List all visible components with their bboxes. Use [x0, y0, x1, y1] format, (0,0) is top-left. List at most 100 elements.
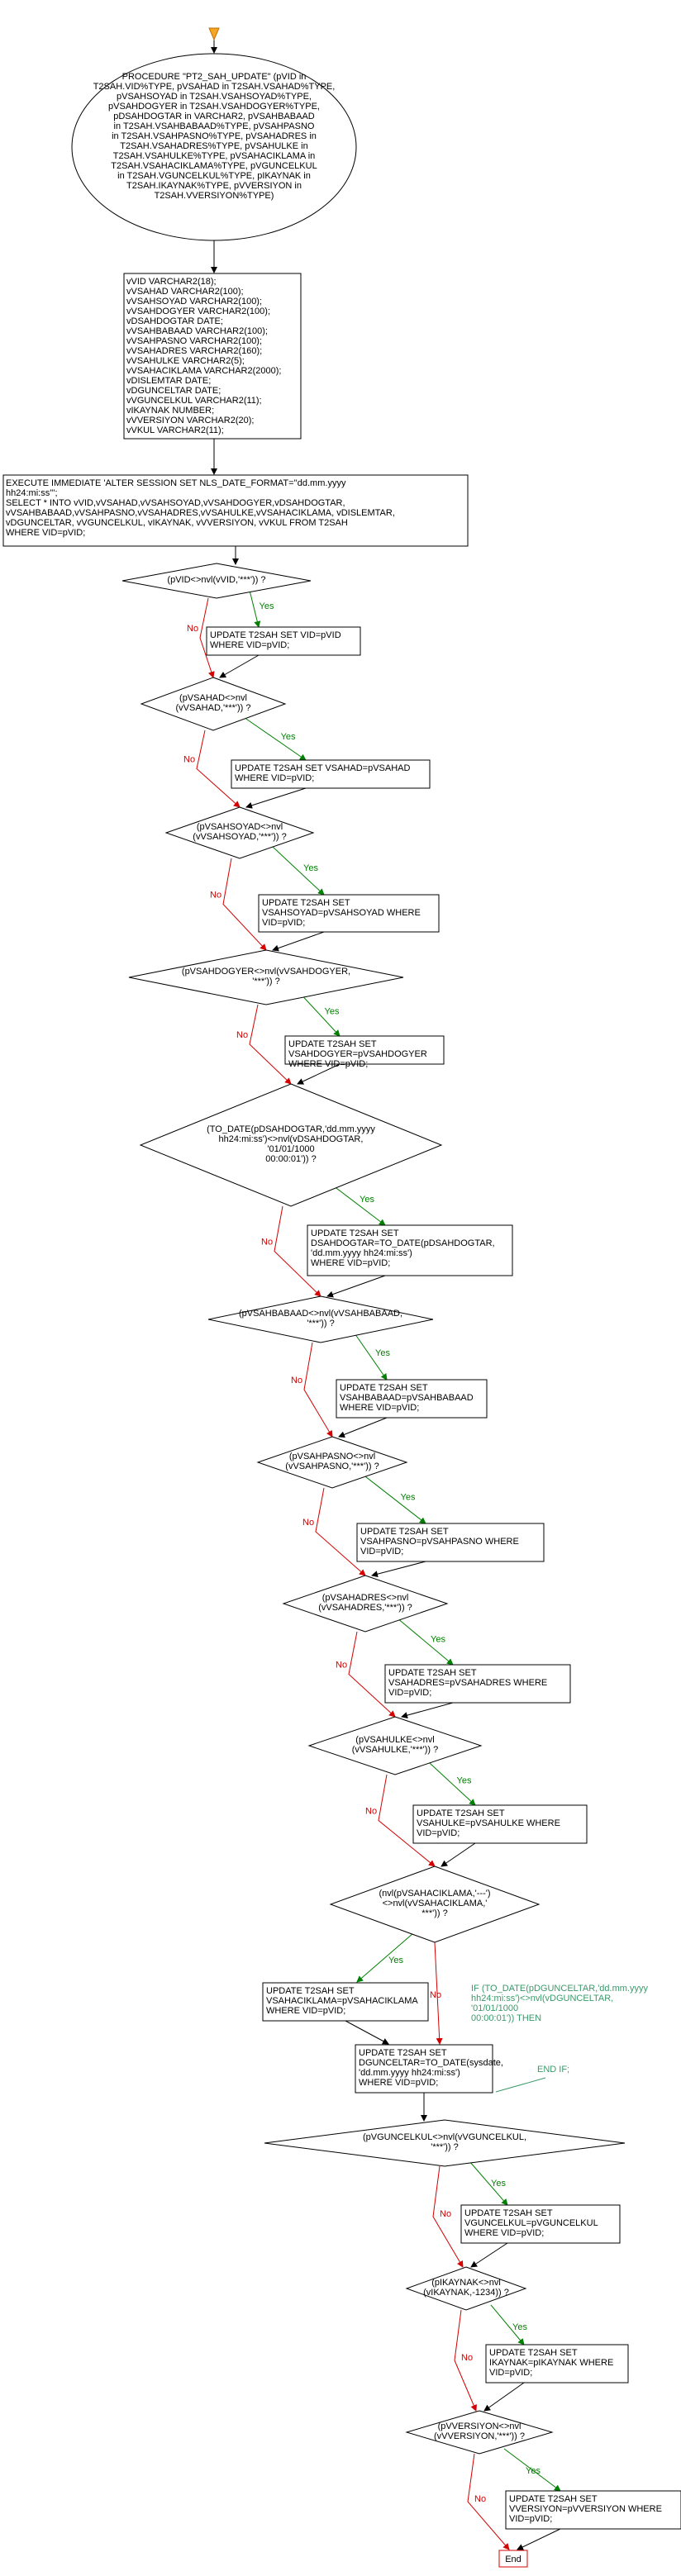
yes-label-11: Yes — [512, 2322, 527, 2332]
edge-yes-3 — [298, 991, 340, 1037]
decision-8-text: (pVSAHULKE<>nvl(vVSAHULKE,'***')) ? — [352, 1735, 438, 1755]
no-label-4: No — [261, 1238, 273, 1248]
flow-connectors — [196, 40, 561, 2550]
decision-12-text: (pVVERSIYON<>nvl(vVVERSIYON,'***')) ? — [434, 2422, 525, 2441]
edge-note — [495, 2077, 546, 2093]
decision-7 — [282, 1575, 449, 1633]
edge-upd-10 — [470, 2242, 508, 2268]
edge-upd-2 — [272, 931, 325, 952]
yes-label-5: Yes — [375, 1348, 390, 1358]
edge-upd-6 — [371, 1561, 426, 1578]
decision-2 — [164, 806, 315, 859]
edge-no-10 — [432, 2165, 464, 2268]
declarations-box-text: vVID VARCHAR2(18);vVSAHAD VARCHAR2(100);… — [126, 277, 281, 435]
decision-5 — [207, 1295, 434, 1343]
procedure-ellipse — [71, 53, 357, 241]
decision-0-text: (pVID<>nvl(vVID,'***')) ? — [167, 575, 265, 585]
update-box-3 — [284, 1035, 445, 1065]
decision-10-text: (pVGUNCELKUL<>nvl(vVGUNCELKUL,'***')) ? — [363, 2132, 526, 2152]
execute-box-text: EXECUTE IMMEDIATE 'ALTER SESSION SET NLS… — [6, 478, 395, 538]
decision-9 — [329, 1865, 541, 1943]
decision-1 — [140, 677, 287, 731]
update-box-0 — [206, 626, 361, 656]
yes-label-10: Yes — [491, 2179, 506, 2189]
dguncel-update-box — [355, 2044, 493, 2094]
no-label-9: No — [430, 1990, 441, 2000]
edge-yes-12 — [503, 2448, 561, 2492]
edge-no-8 — [378, 1774, 436, 1867]
edge-no-11 — [454, 2309, 477, 2412]
edge-upd-5 — [338, 1417, 388, 1438]
update-box-1 — [231, 759, 431, 789]
update-box-9 — [262, 1982, 429, 2022]
decision-6-text: (pVSAHPASNO<>nvl(vVSAHPASNO,'***')) ? — [285, 1452, 379, 1471]
no-label-10: No — [440, 2209, 451, 2219]
no-label-3: No — [236, 1030, 248, 1040]
decision-5-text: (pVSAHBABAAD<>nvl(vVSAHBABAAD,'***')) ? — [239, 1309, 402, 1328]
decision-0 — [121, 563, 312, 599]
edge-yes-2 — [272, 846, 325, 896]
edge-upd-8 — [441, 1842, 476, 1867]
no-label-2: No — [210, 891, 221, 901]
edge-yes-11 — [490, 2304, 525, 2345]
yes-label-3: Yes — [325, 1007, 340, 1017]
edge-yes-6 — [364, 1476, 426, 1524]
decision-1-text: (pVSAHAD<>nvl(vVSAHAD,'***')) ? — [176, 693, 251, 713]
end-if-note: END IF; — [537, 2065, 569, 2075]
yes-label-1: Yes — [281, 732, 296, 742]
edge-no-3 — [249, 1004, 292, 1085]
decision-2-text: (pVSAHSOYAD<>nvl(vVSAHSOYAD,'***')) ? — [193, 822, 286, 842]
yes-label-12: Yes — [526, 2466, 541, 2476]
decision-4 — [139, 1083, 443, 1207]
yes-label-9: Yes — [388, 1956, 403, 1965]
execute-box — [2, 474, 469, 547]
end-label: End — [505, 2555, 521, 2564]
edge-upd-1 — [245, 787, 307, 809]
edge-upd-9 — [345, 2020, 389, 2045]
edge-yes-5 — [353, 1332, 388, 1381]
no-label-1: No — [183, 755, 195, 765]
edge-upd-4 — [326, 1275, 386, 1298]
update-box-10 — [460, 2204, 621, 2244]
edge-yes-9 — [356, 1932, 414, 1983]
no-label-0: No — [187, 624, 198, 634]
yes-label-6: Yes — [401, 1493, 416, 1503]
update-box-7 — [384, 1664, 571, 1704]
update-box-4 — [307, 1224, 513, 1276]
no-label-5: No — [291, 1376, 302, 1385]
edge-upd-3 — [297, 1063, 340, 1085]
yes-label-2: Yes — [303, 863, 318, 873]
edge-no-0 — [199, 597, 215, 678]
edge-yes-0 — [249, 590, 261, 628]
update-box-11 — [485, 2344, 629, 2384]
edge-yes-7 — [398, 1618, 454, 1666]
edge-no-9 — [434, 1942, 443, 2045]
edge-no-12 — [467, 2453, 510, 2550]
edge-no-5 — [303, 1342, 333, 1438]
decision-11-text: (pIKAYNAK<>nvl(vIKAYNAK,-1234)) ? — [423, 2278, 509, 2298]
decision-7-text: (pVSAHADRES<>nvl(vVSAHADRES,'***')) ? — [318, 1593, 412, 1613]
end-terminal — [498, 2550, 528, 2568]
yes-label-7: Yes — [431, 1634, 445, 1644]
edge-no-7 — [348, 1631, 396, 1718]
start-marker — [208, 27, 220, 41]
yes-label-4: Yes — [360, 1195, 374, 1205]
decision-8 — [307, 1716, 483, 1775]
edge-yes-1 — [245, 718, 307, 761]
yes-label-8: Yes — [457, 1776, 472, 1786]
no-label-11: No — [461, 2353, 473, 2363]
decision-3 — [128, 949, 404, 1005]
